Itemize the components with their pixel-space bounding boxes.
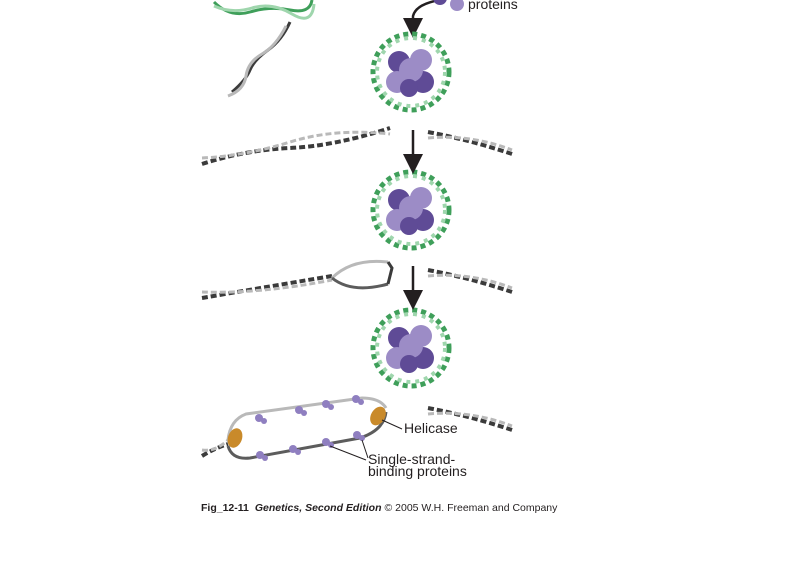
ssb-leader-line-1 [329, 445, 367, 461]
helicase-left [227, 428, 243, 448]
helicase-right [370, 406, 386, 426]
protein-dna-complex-3 [370, 307, 452, 389]
dna-helix-row-2 [201, 259, 513, 300]
ssb-label-line-2: binding proteins [368, 463, 467, 479]
helicase-leader-line [381, 419, 403, 430]
ssb-proteins [255, 395, 365, 461]
dna-helix-row-1 [201, 126, 513, 166]
protein-icon [450, 0, 464, 11]
ssb-leader-line-2 [361, 439, 369, 459]
book-title: Genetics, Second Edition [254, 502, 382, 514]
protein-dna-complex-1 [370, 31, 452, 113]
proteins-label: proteins [468, 0, 518, 12]
top-arrow [403, 0, 441, 38]
figure-id: Fig_12-11 [201, 502, 249, 514]
top-dna-fragment [212, 0, 316, 98]
protein-icon [433, 0, 447, 5]
figure-caption: Fig_12-11 Genetics, Second Edition© 2005 … [201, 502, 557, 514]
copyright-credit: © 2005 W.H. Freeman and Company [384, 502, 558, 514]
protein-dna-complex-2 [370, 169, 452, 251]
helicase-label: Helicase [404, 420, 458, 436]
ssb-label-line-1: Single-strand- [368, 451, 455, 467]
proteins-legend: proteins [433, 0, 518, 12]
dna-helix-row-3 [200, 396, 513, 460]
